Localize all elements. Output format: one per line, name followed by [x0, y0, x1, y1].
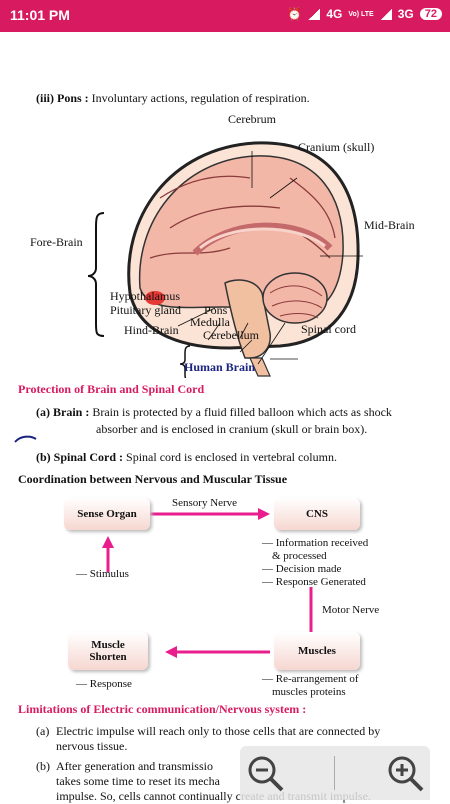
label-pituitary: Pituitary gland: [110, 303, 181, 317]
rearrangement-line2: muscles proteins: [272, 686, 346, 698]
info-line2: & processed: [272, 550, 327, 562]
info-line4: — Response Generated: [262, 576, 366, 588]
label-midbrain: Mid-Brain: [364, 218, 415, 232]
document-page[interactable]: (iii) Pons : Involuntary actions, regula…: [0, 32, 450, 803]
protection-b-label: (b) Spinal Cord :: [36, 450, 124, 464]
signal-icon-2: [379, 8, 392, 20]
label-cerebellum: Cerebellum: [203, 328, 259, 342]
muscle-shorten-box: Muscle Shorten: [68, 632, 148, 670]
protection-a: (a) Brain : Brain is protected by a flui…: [36, 405, 392, 420]
label-forebrain: Fore-Brain: [30, 235, 83, 249]
rearrangement-line1: — Re-arrangement of: [262, 673, 359, 685]
signal-icon: [308, 8, 321, 20]
brain-diagram: [87, 141, 363, 378]
muscle-shorten-line2: Shorten: [89, 651, 127, 663]
protection-a-line1: Brain is protected by a fluid filled bal…: [92, 405, 392, 419]
limitations-a-line1: Electric impulse will reach only to thos…: [56, 724, 381, 738]
limitations-a-line2: nervous tissue.: [56, 739, 128, 753]
status-icons: ⏰ 4G Vo) LTE 3G 72: [287, 7, 442, 21]
alarm-icon: ⏰: [287, 7, 303, 21]
cns-box: CNS: [274, 498, 360, 530]
status-bar: 11:01 PM ⏰ 4G Vo) LTE 3G 72: [0, 0, 450, 32]
pons-text: Involuntary actions, regulation of respi…: [91, 91, 310, 105]
protection-b-text: Spinal cord is enclosed in vertebral col…: [126, 450, 337, 464]
muscles-box: Muscles: [274, 632, 360, 670]
network-3g: 3G: [397, 7, 414, 21]
limitations-b-line2: takes some time to reset its mecha: [56, 774, 220, 788]
label-spinal-cord: Spinal cord: [301, 322, 356, 336]
motor-nerve-label: Motor Nerve: [322, 604, 380, 616]
stimulus-label: — Stimulus: [76, 568, 129, 580]
label-hypothalamus: Hypothalamus: [110, 289, 180, 303]
info-line1: — Information received: [262, 537, 369, 549]
limitations-heading: Limitations of Electric communication/Ne…: [18, 702, 307, 716]
label-pons: Pons: [204, 303, 228, 317]
response-label: — Response: [76, 678, 132, 690]
pons-line: (iii) Pons : Involuntary actions, regula…: [36, 91, 310, 106]
zoom-divider: [334, 756, 335, 790]
brain-caption: Human Brain: [184, 360, 256, 374]
protection-a-line2: absorber and is enclosed in cranium (sku…: [96, 422, 368, 436]
protection-a-label: (a) Brain :: [36, 405, 90, 419]
zoom-controls: [240, 746, 430, 800]
protection-b: (b) Spinal Cord : Spinal cord is enclose…: [36, 450, 337, 465]
zoom-out-icon[interactable]: [244, 752, 286, 794]
limitations-a-label: (a): [36, 724, 50, 738]
limitations-b-label: (b): [36, 759, 50, 773]
label-hindbrain: Hind-Brain: [124, 323, 179, 337]
status-time: 11:01 PM: [10, 7, 70, 23]
battery-icon: 72: [419, 8, 442, 20]
sensory-nerve-label: Sensory Nerve: [172, 497, 238, 509]
label-cranium: Cranium (skull): [298, 140, 375, 154]
sense-organ-box: Sense Organ: [64, 498, 150, 530]
label-medulla: Medulla: [190, 315, 230, 329]
limitations-b-line1: After generation and transmissio: [56, 759, 213, 773]
zoom-in-icon[interactable]: [384, 752, 426, 794]
label-cerebrum: Cerebrum: [228, 112, 276, 126]
coordination-heading: Coordination between Nervous and Muscula…: [18, 472, 288, 486]
pen-mark-icon: [14, 435, 37, 443]
network-volte: Vo) LTE: [348, 10, 374, 18]
protection-heading: Protection of Brain and Spinal Cord: [18, 382, 205, 396]
pons-label: (iii) Pons :: [36, 91, 89, 105]
network-4g: 4G: [326, 7, 343, 21]
muscle-shorten-line1: Muscle: [91, 639, 125, 651]
info-line3: — Decision made: [262, 563, 342, 575]
